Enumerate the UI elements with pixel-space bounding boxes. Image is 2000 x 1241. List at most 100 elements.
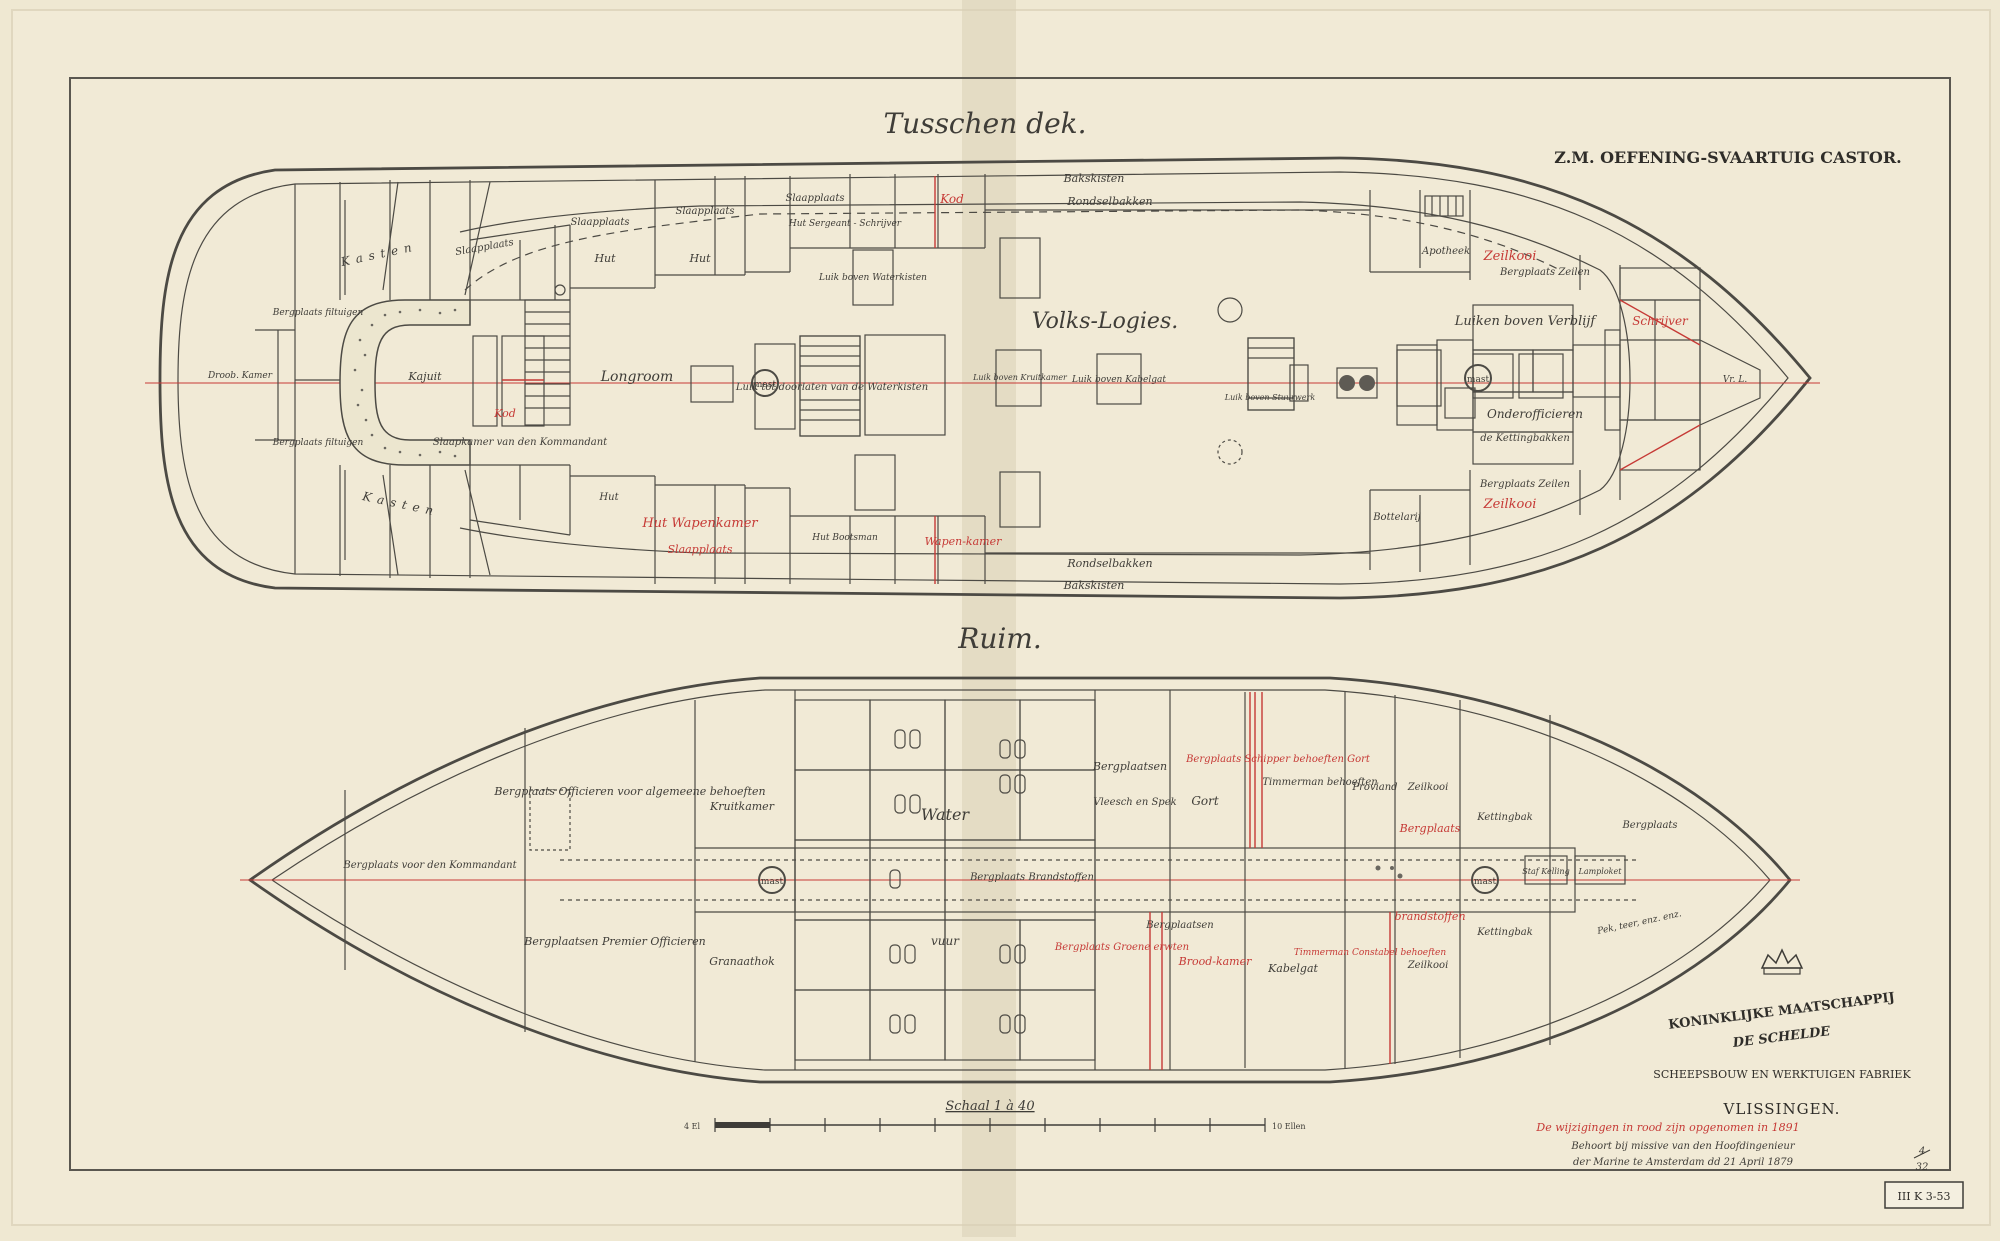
label-brood-kamer-red: Brood-kamer <box>1178 955 1253 968</box>
deck-plan: mast mast <box>145 156 1820 600</box>
label-luiken-verblijf: Luiken boven Verblijf <box>1454 314 1598 329</box>
label-hut-wapenkamer: Hut Wapenkamer <box>641 516 758 531</box>
capstan-barrel-2 <box>1359 375 1375 391</box>
deck-mast-aft-label: mast <box>754 380 777 390</box>
scale-label: Schaal 1 à 40 <box>945 1099 1034 1114</box>
scale-subdivision <box>715 1122 770 1128</box>
bow-rope-locker <box>1699 339 1761 426</box>
aft-stair <box>524 299 571 426</box>
hold-fittings <box>1375 865 1403 879</box>
forward-grating-bars <box>1431 196 1457 216</box>
label-bakskisten-top: Bakskisten <box>1063 172 1125 185</box>
label-onderofficieren: Onderofficieren <box>1487 407 1583 421</box>
deck-mast-fore-ring <box>1464 364 1492 392</box>
label-rondselbakken-bottom: Rondselbakken <box>1066 557 1152 570</box>
label-kajuit: Kajuit <box>407 370 442 383</box>
hold-title: Ruim. <box>957 622 1042 655</box>
staf-kelling-box <box>1524 855 1568 885</box>
label-vlees-spek: Vleesch en Spek <box>1093 797 1176 808</box>
label-zeilkooi-hold-2: Zeilkooi <box>1407 960 1449 971</box>
capstan-base <box>1336 367 1378 399</box>
label-luik-kruitkamer: Luik boven Kruitkamer <box>972 373 1068 382</box>
label-droob-kamer: Droob. Kamer <box>207 371 273 381</box>
drawing-border <box>69 77 1951 1171</box>
label-bergplaats-bow: Bergplaats <box>1621 820 1677 831</box>
label-wapenkamer-red: Wapen-kamer <box>925 535 1002 548</box>
scale-bar: Schaal 1 à 40 4 El 10 Ellen <box>684 1099 1306 1132</box>
label-kod-red-2: Kod <box>493 407 516 420</box>
label-timmerman-red: Timmerman Constabel behoeften <box>1294 948 1447 958</box>
tape-strip <box>962 0 1016 1237</box>
folio-total: 32 <box>1916 1162 1929 1173</box>
label-luik-waterkisten: Luik boven Waterkisten <box>818 273 927 283</box>
tank-manholes <box>889 729 1026 1034</box>
deck-mast-fore-label: mast <box>1467 375 1490 385</box>
aft-ladder-box <box>472 335 498 427</box>
label-bergplaats-filtuigen-2: Bergplaats filtuigen <box>272 438 364 448</box>
label-bergplaats-brandstoffen: Bergplaats Brandstoffen <box>969 872 1094 883</box>
deck-scuttle-2 <box>1217 439 1243 465</box>
label-bakskisten-bottom: Bakskisten <box>1063 579 1125 592</box>
label-hut-2: Hut <box>688 252 711 265</box>
label-luik-kabelgat: Luik boven Kabelgat <box>1071 375 1166 385</box>
label-proviand: Proviand <box>1351 782 1397 793</box>
deck-forward-compartments <box>1396 267 1701 471</box>
label-zeilkooi-hold: Zeilkooi <box>1407 782 1449 793</box>
aft-cabin-box <box>501 335 545 427</box>
folio-divider <box>1913 1149 1931 1159</box>
label-zeilkooi-red-2: Zeilkooi <box>1483 249 1537 264</box>
hold-mast-aft-label: mast <box>761 877 784 887</box>
red-changes-note: De wijzigingen in rood zijn opgenomen in… <box>1535 1121 1799 1134</box>
label-bergplaats-filtuigen-1: Bergplaats filtuigen <box>272 308 364 318</box>
label-slaapplaats-1: Slaapplaats <box>675 206 734 217</box>
label-bergplaats-zeilen-2: Bergplaats Zeilen <box>1499 267 1590 278</box>
label-slaapplaats-2: Slaapplaats <box>785 193 844 204</box>
label-schrijver-red: Schrijver <box>1632 314 1689 328</box>
label-luik-stuurwerk: Luik boven Stuurwerk <box>1224 393 1316 402</box>
label-staf-kelling: Staf Kelling <box>1522 867 1569 876</box>
scale-right-unit: 10 Ellen <box>1272 1122 1306 1131</box>
label-bergplaats-schipper-red: Bergplaats Schipper behoeften Gort <box>1185 754 1371 765</box>
deck-dashed-beam <box>464 209 1561 291</box>
label-longroom: Longroom <box>600 369 674 385</box>
label-bergplaats-kommandant: Bergplaats voor den Kommandant <box>342 860 517 871</box>
deck-scuttle-1 <box>1217 297 1243 323</box>
deck-text: Bakskisten Rondselbakken Kasten Slaappla… <box>207 172 1747 592</box>
label-kruitkamer: Kruitkamer <box>709 800 775 813</box>
label-bergplaatsen-2: Bergplaatsen <box>1145 920 1213 931</box>
aft-stair-steps <box>525 311 570 409</box>
deck-inner-ceiling <box>459 201 1631 556</box>
lamploket-box <box>1574 855 1626 885</box>
label-volks-logies: Volks-Logies. <box>1032 309 1178 334</box>
label-bergplaats-hold-red: Bergplaats <box>1399 822 1461 835</box>
label-slaapkamer-kommandant: Slaapkamer van den Kommandant <box>433 437 608 448</box>
hold-text: Bergplaats Officieren voor algemeene beh… <box>342 754 1682 975</box>
label-slaapplaats-3: Slaapplaats <box>570 217 629 228</box>
label-lamploket: Lamploket <box>1578 867 1623 876</box>
aft-hold-store <box>529 789 571 851</box>
forward-grating <box>1424 195 1464 217</box>
deck-ribs <box>344 181 491 576</box>
label-water: Water <box>921 805 970 824</box>
ship-title: Z.M. OEFENING-SVAARTUIG CASTOR. <box>1554 148 1901 167</box>
deck-title: Tusschen dek. <box>883 107 1086 140</box>
label-hut-sergeant: Hut Sergeant - Schrijver <box>788 219 902 229</box>
label-bergplaats-zeilen: Bergplaats Zeilen <box>1479 479 1570 490</box>
hold-plan: mast mast <box>240 676 1800 1084</box>
label-gort: Gort <box>1191 794 1219 808</box>
crown-icon <box>1760 948 1804 969</box>
deck-hull-inner <box>177 171 1789 585</box>
folio-number: 4 <box>1918 1146 1925 1157</box>
label-hut-1: Hut <box>593 252 616 265</box>
label-rondselbakken-top: Rondselbakken <box>1066 195 1152 208</box>
stove-detail <box>1289 364 1309 402</box>
label-bergplaatsen-officieren: Bergplaatsen Premier Officieren <box>523 935 705 948</box>
hold-mast-fore-ring <box>1471 866 1499 894</box>
hold-mast-aft-ring <box>758 866 786 894</box>
red-diag-bottom <box>1619 424 1701 471</box>
label-vuur: vuur <box>931 934 960 948</box>
label-timmerman: Timmerman behoeften <box>1262 777 1377 788</box>
label-bottelarij: Bottelarij <box>1372 512 1421 523</box>
